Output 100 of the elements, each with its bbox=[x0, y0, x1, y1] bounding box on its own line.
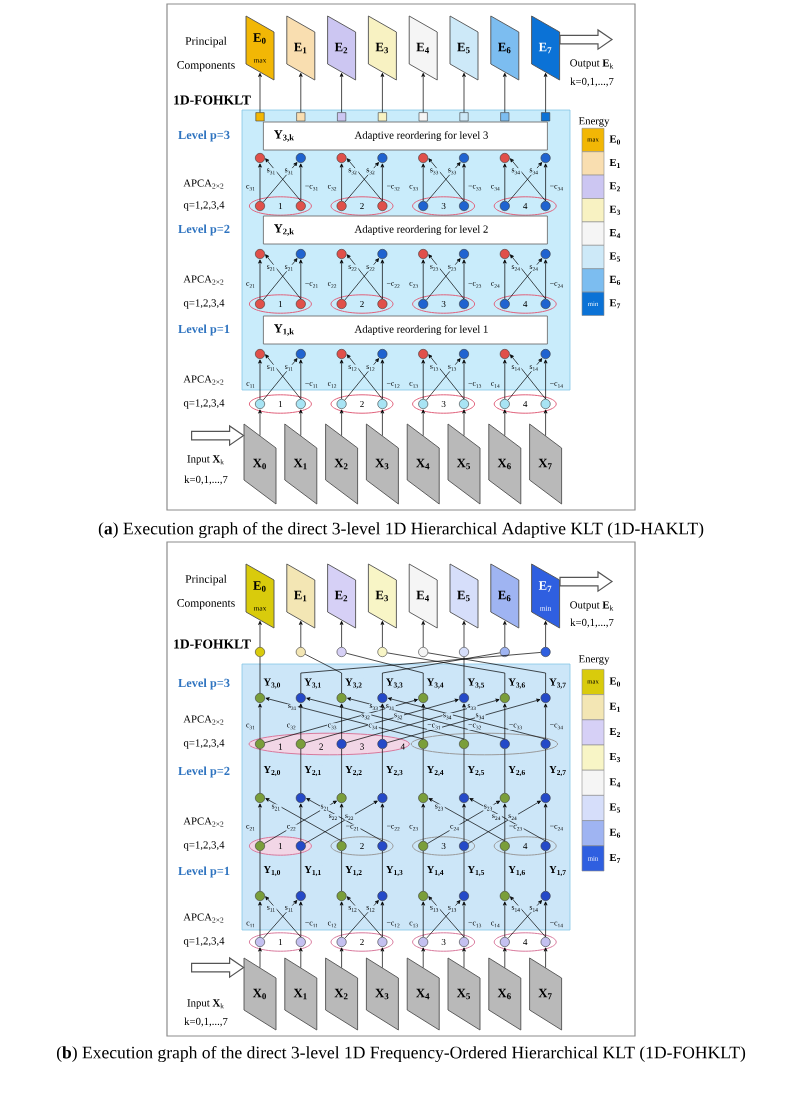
connector-line bbox=[304, 653, 342, 694]
caption: (b) Execution graph of the direct 3-level 1D Frequency-Ordered Hierarchical KLT (1D-FOHKLT) bbox=[56, 1045, 746, 1063]
connector-line bbox=[422, 748, 424, 794]
block-arrow bbox=[191, 956, 245, 979]
arrow bbox=[339, 163, 344, 202]
arrow bbox=[339, 409, 344, 436]
arrow bbox=[339, 620, 344, 648]
arrow bbox=[298, 947, 303, 968]
connector-line bbox=[463, 656, 465, 694]
arrow bbox=[298, 359, 303, 400]
arrow bbox=[421, 703, 426, 740]
arrow bbox=[421, 259, 426, 300]
arrow bbox=[421, 901, 426, 938]
arrow bbox=[421, 163, 426, 202]
arrow bbox=[298, 409, 303, 436]
arrow bbox=[298, 72, 303, 113]
connector-line bbox=[504, 850, 506, 892]
arrow bbox=[339, 947, 344, 968]
connector-line bbox=[427, 652, 546, 694]
arrow bbox=[339, 703, 344, 740]
small-square bbox=[418, 112, 428, 122]
arrow bbox=[258, 409, 262, 436]
arrow bbox=[421, 620, 426, 648]
arrow bbox=[298, 901, 303, 938]
arrow bbox=[258, 163, 262, 202]
arrow bbox=[503, 803, 507, 842]
arrow bbox=[462, 359, 466, 400]
arrow bbox=[503, 947, 507, 968]
arrow bbox=[462, 620, 466, 648]
arrow bbox=[503, 620, 507, 648]
arrow bbox=[421, 409, 426, 436]
arrow bbox=[258, 72, 262, 113]
arrow bbox=[503, 703, 507, 740]
arrow bbox=[380, 72, 385, 113]
arrow bbox=[421, 947, 426, 968]
connector-line bbox=[545, 850, 546, 892]
group-ellipse bbox=[410, 732, 559, 756]
arrow bbox=[380, 901, 385, 938]
arrow bbox=[258, 703, 262, 740]
arrow bbox=[543, 620, 548, 648]
arrow bbox=[258, 947, 262, 968]
arrow bbox=[258, 259, 262, 300]
arrow bbox=[503, 72, 507, 113]
arrow bbox=[421, 72, 426, 113]
arrow bbox=[380, 163, 385, 202]
arrow bbox=[380, 359, 385, 400]
connector-line bbox=[341, 850, 342, 892]
arrow bbox=[339, 359, 344, 400]
connector-line bbox=[422, 850, 424, 892]
block-arrow bbox=[559, 570, 614, 593]
caption: (a) Execution graph of the direct 3-level 1D Hierarchical Adaptive KLT (1D-HAKLT) bbox=[98, 521, 704, 539]
arrow bbox=[380, 620, 385, 648]
arrow bbox=[258, 803, 262, 842]
small-square bbox=[459, 112, 469, 122]
arrow bbox=[503, 259, 507, 300]
connector-line bbox=[259, 850, 261, 892]
arrow bbox=[258, 359, 262, 400]
arrow bbox=[462, 72, 466, 113]
arrow bbox=[258, 901, 262, 938]
arrow bbox=[339, 901, 344, 938]
arrow bbox=[543, 947, 548, 968]
arrow bbox=[462, 901, 466, 938]
connector-line bbox=[545, 748, 546, 794]
arrow bbox=[462, 409, 466, 436]
small-square bbox=[500, 112, 510, 122]
arrow bbox=[503, 409, 507, 436]
block-arrow bbox=[559, 28, 614, 51]
arrow bbox=[462, 803, 466, 842]
arrow bbox=[462, 703, 466, 740]
arrow bbox=[298, 620, 303, 648]
arrow bbox=[503, 359, 507, 400]
arrow bbox=[380, 259, 385, 300]
arrow bbox=[462, 163, 466, 202]
connector-line bbox=[382, 850, 383, 892]
connector-line bbox=[259, 656, 261, 694]
arrow bbox=[258, 620, 262, 648]
arrow bbox=[421, 803, 426, 842]
arrow bbox=[298, 259, 303, 300]
arrow bbox=[380, 803, 385, 842]
connector-line bbox=[259, 748, 261, 794]
arrow bbox=[339, 72, 344, 113]
arrow bbox=[543, 72, 548, 113]
arrow bbox=[380, 409, 385, 436]
connector-line bbox=[346, 652, 424, 694]
arrow bbox=[339, 259, 344, 300]
small-square bbox=[296, 112, 306, 122]
arrow bbox=[380, 947, 385, 968]
connector-line bbox=[300, 748, 302, 794]
arrow bbox=[339, 803, 344, 842]
arrow bbox=[298, 703, 303, 740]
arrow bbox=[543, 803, 548, 842]
arrow bbox=[503, 163, 507, 202]
connector-line bbox=[300, 850, 302, 892]
arrow bbox=[298, 163, 303, 202]
arrow bbox=[543, 359, 548, 400]
connector-line bbox=[504, 748, 506, 794]
arrow bbox=[543, 409, 548, 436]
small-square bbox=[337, 112, 347, 122]
connector-line bbox=[382, 748, 383, 794]
block-arrow bbox=[191, 424, 245, 447]
